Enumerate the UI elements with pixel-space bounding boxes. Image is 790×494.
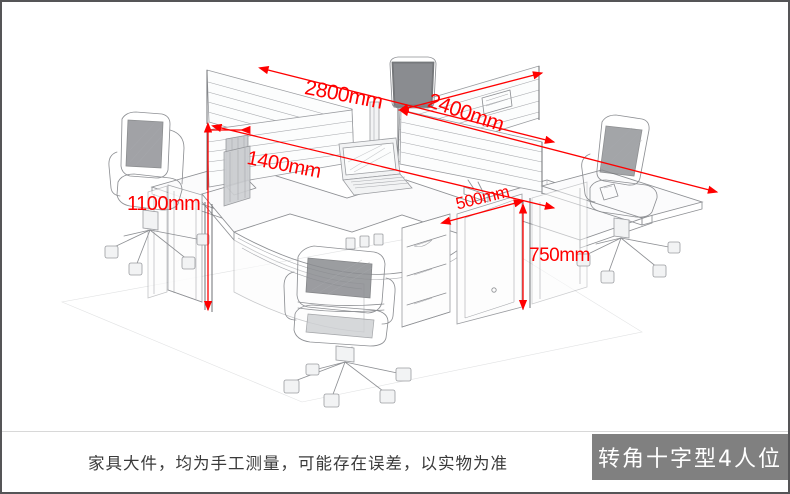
cpu-holder [223, 145, 251, 207]
diagram-canvas: 2800mm 2400mm 1400mm 1100mm 500mm 750mm [2, 2, 788, 432]
socket-plates [345, 233, 384, 250]
dimension-line-1400 [211, 123, 556, 210]
dimension-label-partition-height: 1100mm [127, 193, 201, 215]
workstation-line-drawing [60, 56, 719, 408]
dimension-line-1100 [203, 122, 251, 312]
product-type-badge: 转角十字型4人位 [592, 434, 788, 480]
dimension-line-2400 [398, 71, 719, 194]
dimension-label-desk-height: 750mm [529, 245, 590, 266]
chair-front [283, 245, 412, 408]
floor-shadow [60, 226, 643, 403]
pedestal-drawer-unit [401, 213, 451, 328]
workstation-right-cabinet [456, 193, 523, 325]
measurement-disclaimer: 家具大件，均为手工测量，可能存在误差，以实物为准 [88, 454, 508, 473]
dimension-line-500 [440, 199, 525, 225]
footer-bar: 家具大件，均为手工测量，可能存在误差，以实物为准 转角十字型4人位 [2, 431, 788, 492]
